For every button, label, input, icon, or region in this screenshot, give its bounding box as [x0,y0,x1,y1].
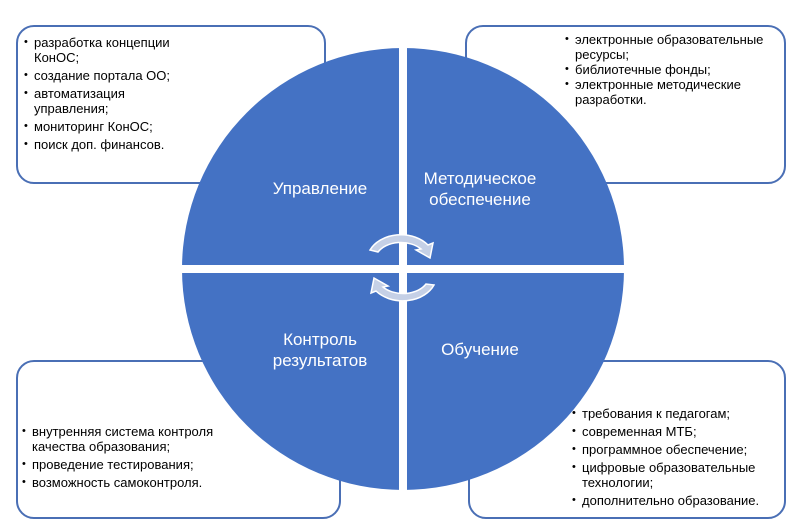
list-item: мониторинг КонОС; [24,119,194,134]
methodical-list: электронные образовательные ресурсы; биб… [565,32,775,110]
management-title: Управление [272,179,368,198]
list-item: возможность самоконтроля. [22,475,252,490]
training-list: требования к педагогам; современная МТБ;… [572,406,787,511]
horizontal-divider [175,265,635,273]
list-item: дополнительно образование. [572,493,787,508]
list-item: современная МТБ; [572,424,787,439]
control-title-line1: Контроль [283,330,357,349]
list-item: программное обеспечение; [572,442,787,457]
cycle-arrow-bottom-icon [369,276,436,302]
list-item: поиск доп. финансов. [24,137,194,152]
cycle-arrow-top-icon [368,234,435,260]
control-title-line2: результатов [272,351,368,370]
control-list: внутренняя система контроля качества обр… [22,424,252,493]
list-item: требования к педагогам; [572,406,787,421]
list-item: проведение тестирования; [22,457,252,472]
list-item: внутренняя система контроля качества обр… [22,424,252,454]
list-item: автоматизация управления; [24,86,194,116]
methodical-title-line1: Методическое [423,169,537,188]
management-list: разработка концепции КонОС; создание пор… [24,35,194,155]
methodical-title-line2: обеспечение [429,190,531,209]
list-item: создание портала ОО; [24,68,194,83]
list-item: электронные образовательные ресурсы; [565,32,775,62]
list-item: электронные методические разработки. [565,77,775,107]
control-title: Контроль результатов [250,329,390,371]
methodical-title: Методическое обеспечение [410,168,550,210]
list-item: цифровые образовательные технологии; [572,460,787,490]
list-item: библиотечные фонды; [565,62,775,77]
training-title: Обучение [441,340,519,359]
list-item: разработка концепции КонОС; [24,35,194,65]
